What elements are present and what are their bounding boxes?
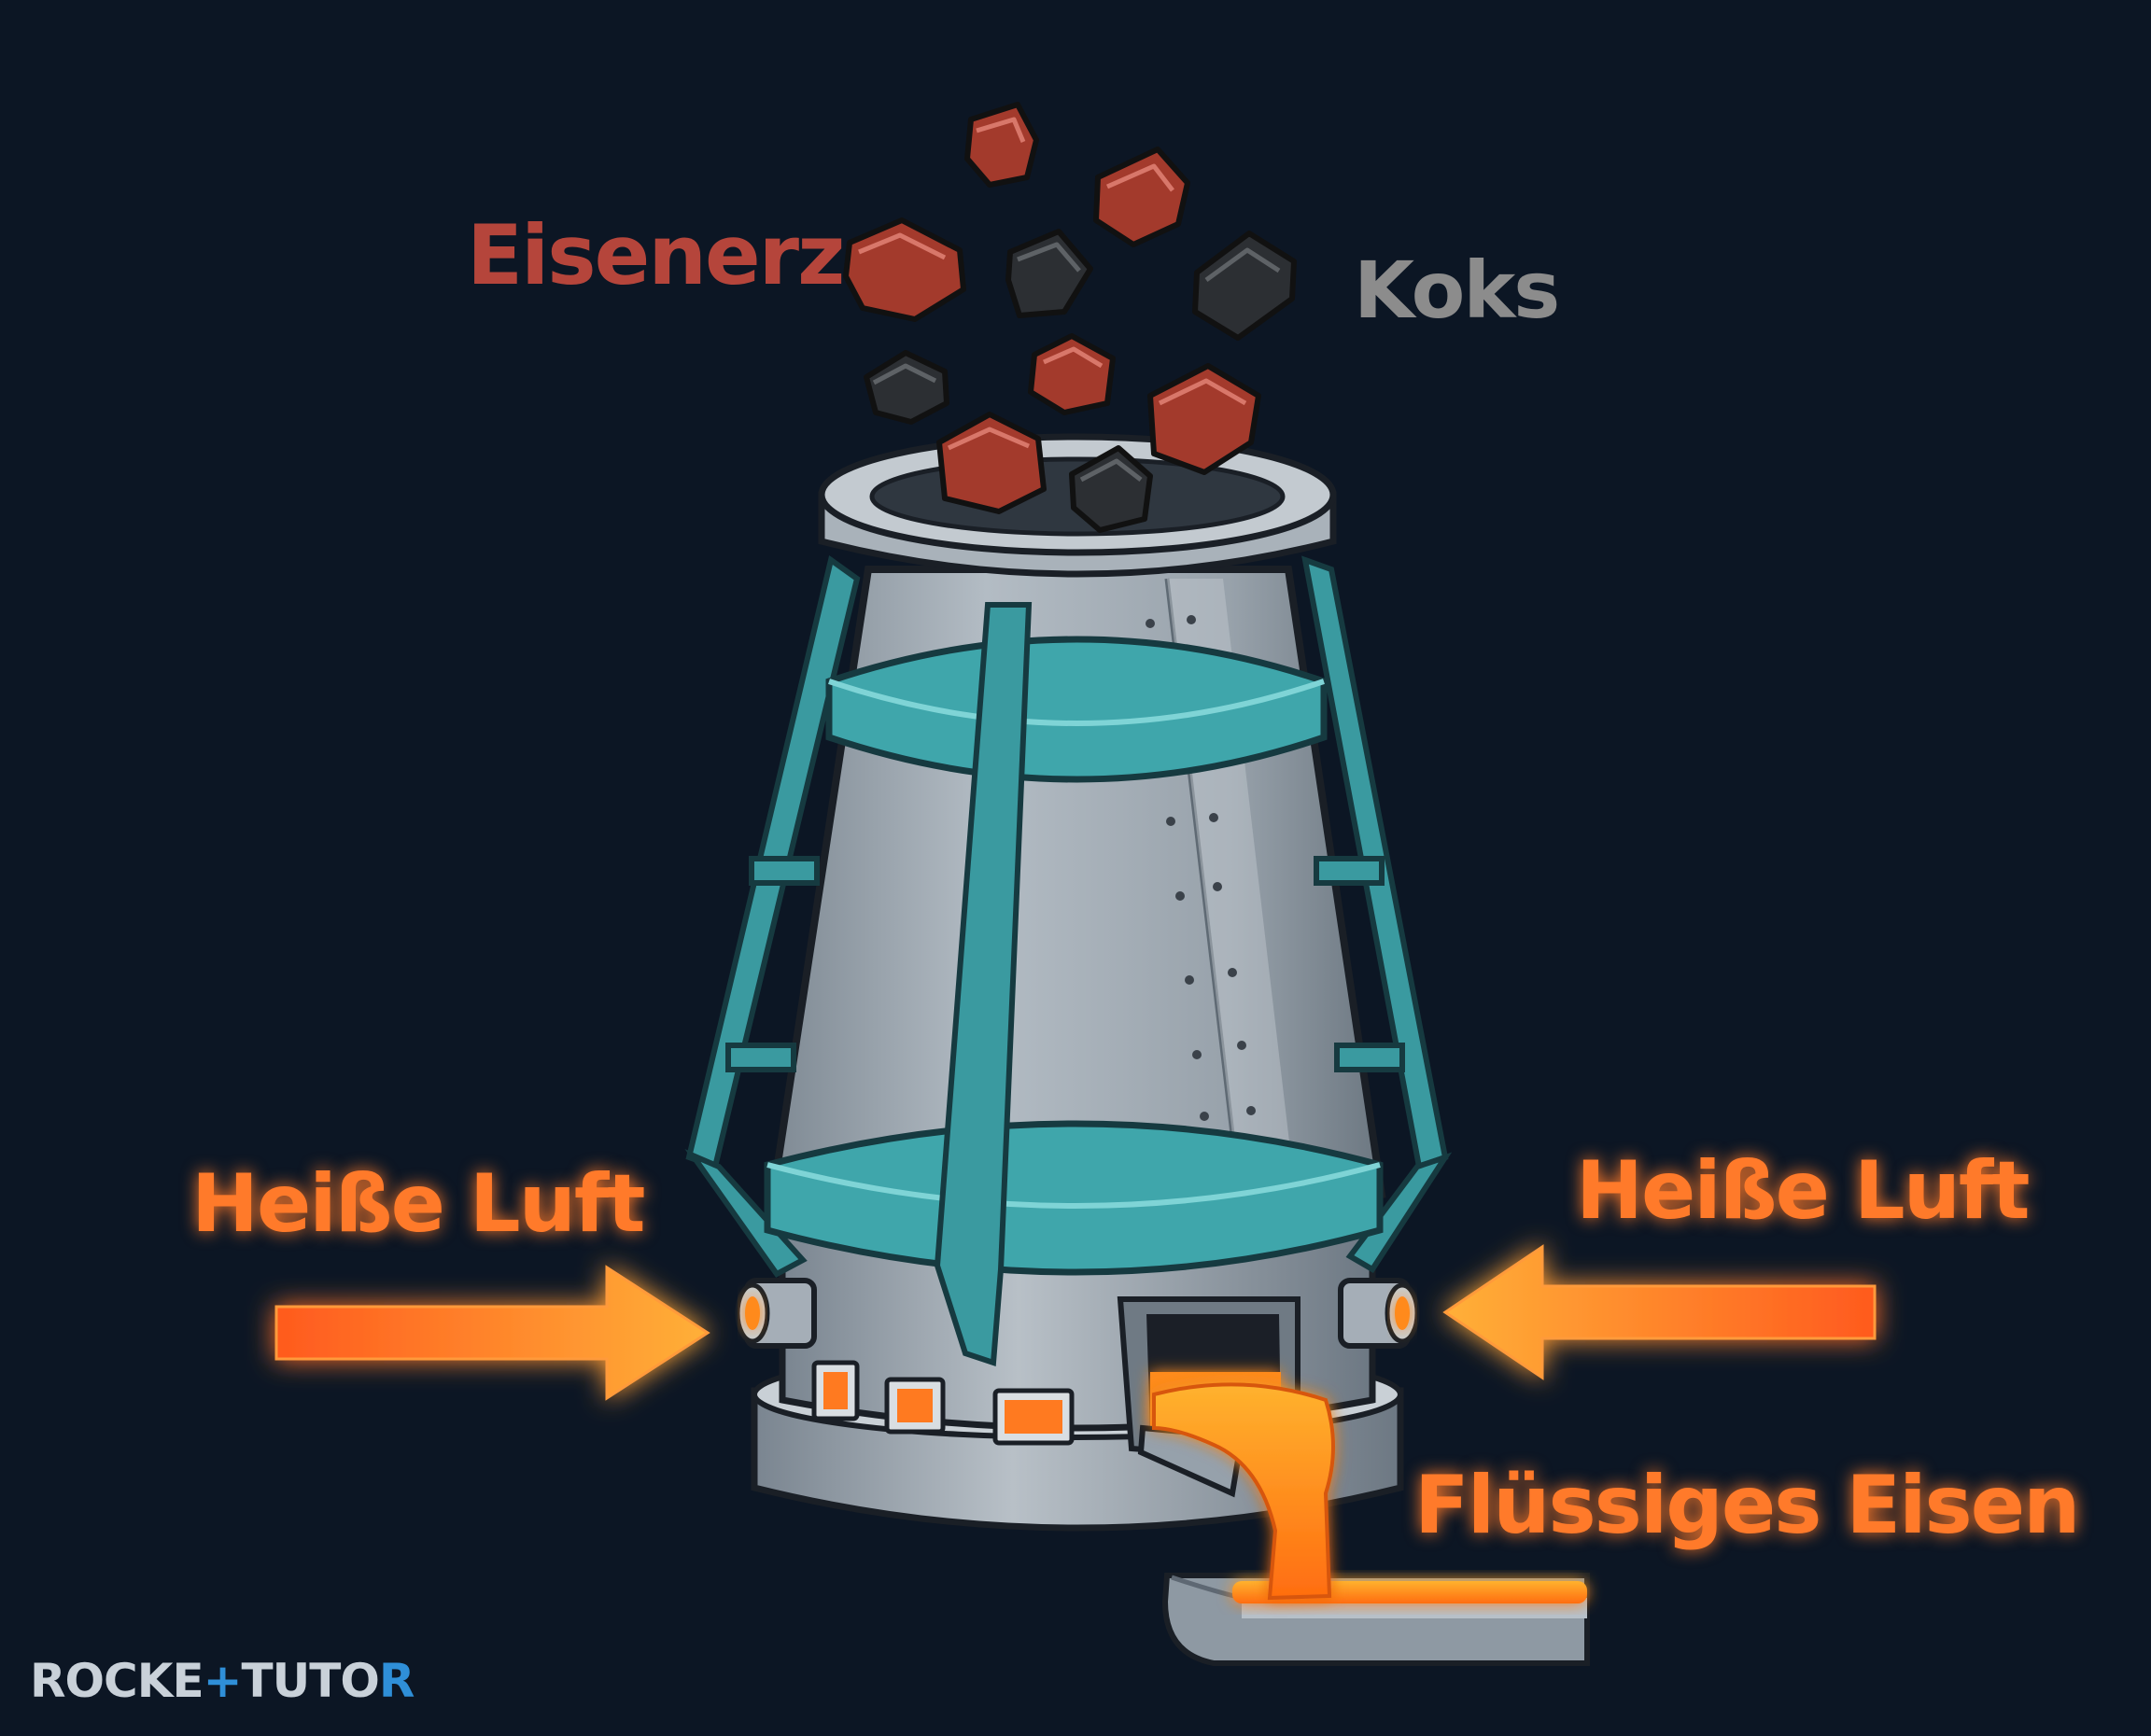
coke-chunk-icon bbox=[1192, 231, 1297, 341]
arrow-right-icon bbox=[274, 1265, 710, 1401]
ore-chunk-icon bbox=[936, 412, 1047, 514]
falling-materials bbox=[843, 102, 1297, 533]
lower-band bbox=[764, 1120, 1384, 1276]
hot-air-right-label: Heiße Luft bbox=[1576, 1144, 2030, 1238]
coke-chunk-icon bbox=[1005, 229, 1093, 318]
ore-label: Eisenerz bbox=[467, 207, 845, 303]
hot-air-left-label: Heiße Luft bbox=[191, 1157, 645, 1251]
logo-plus: + bbox=[203, 1654, 243, 1708]
support-frame bbox=[684, 554, 1453, 1278]
liquid-iron-stream bbox=[1152, 1382, 1335, 1601]
coke-chunk-icon bbox=[1069, 445, 1153, 533]
ore-chunk-icon bbox=[1028, 333, 1116, 415]
tuyere-left bbox=[735, 1278, 817, 1349]
liquid-iron-label: Flüssiges Eisen bbox=[1414, 1459, 2080, 1552]
ore-chunk-icon bbox=[964, 102, 1039, 188]
arrow-left-icon bbox=[1442, 1244, 1877, 1380]
iron-runner-trough bbox=[1161, 1573, 1590, 1666]
ore-chunk-icon bbox=[1147, 363, 1261, 475]
brand-logo: ROCKE+TUTOR bbox=[30, 1654, 415, 1708]
logo-text-3: R bbox=[378, 1654, 415, 1708]
logo-text-2: TUTO bbox=[241, 1654, 380, 1708]
tuyere-right bbox=[1338, 1278, 1420, 1349]
hearth-windows bbox=[811, 1360, 1075, 1446]
ore-chunk-icon bbox=[1093, 147, 1190, 247]
ore-chunk-icon bbox=[843, 217, 966, 322]
upper-band bbox=[825, 636, 1328, 783]
coke-chunk-icon bbox=[864, 350, 949, 425]
coke-label: Koks bbox=[1354, 245, 1560, 336]
front-strut bbox=[934, 602, 1033, 1367]
logo-text-1: ROCKE bbox=[30, 1654, 204, 1708]
